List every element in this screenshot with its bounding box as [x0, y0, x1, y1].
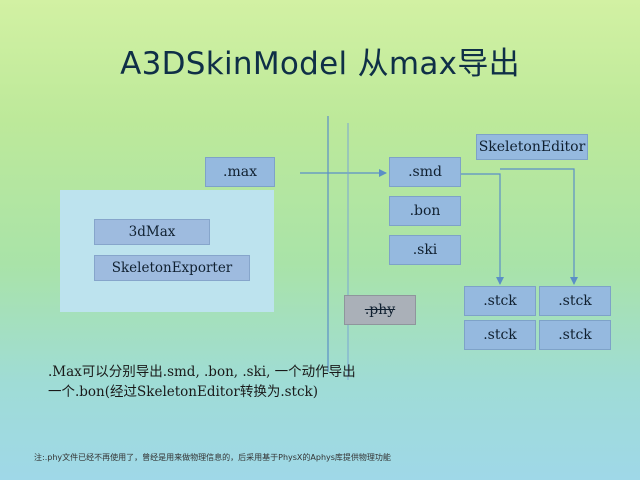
bon-node-label: .bon — [409, 203, 441, 219]
tool-skeleton-exporter-label: SkeletonExporter — [111, 260, 233, 276]
stck-node-3-label: .stck — [483, 327, 517, 343]
skeleton-editor-node: SkeletonEditor — [476, 134, 588, 160]
tool-skeleton-exporter-box: SkeletonExporter — [94, 255, 250, 281]
max-node-label: .max — [223, 164, 257, 180]
footnote: 注:.phy文件已经不再使用了，曾经是用来做物理信息的，后采用基于PhysX的A… — [34, 453, 391, 462]
stck-node-4-label: .stck — [558, 327, 592, 343]
smd-node-label: .smd — [408, 164, 442, 180]
skeleton-editor-label: SkeletonEditor — [478, 139, 586, 155]
stck-node-4: .stck — [539, 320, 611, 350]
stck-node-1-label: .stck — [483, 293, 517, 309]
stck-node-2-label: .stck — [558, 293, 592, 309]
tool-3dmax-label: 3dMax — [128, 224, 176, 240]
caption-line-1: .Max可以分别导出.smd, .bon, .ski, 一个动作导出 — [48, 364, 356, 380]
smd-to-stck-right-arrow — [500, 168, 578, 285]
max-node: .max — [205, 157, 275, 187]
page-title: A3DSkinModel 从max导出 — [120, 46, 520, 82]
phy-node-label: .phy — [364, 302, 396, 318]
bon-node: .bon — [389, 196, 461, 226]
smd-to-stck-left-arrow — [460, 173, 504, 285]
caption-text: .Max可以分别导出.smd, .bon, .ski, 一个动作导出 一个.bo… — [48, 362, 408, 402]
ski-node-label: .ski — [412, 242, 438, 258]
caption-line-2: 一个.bon(经过SkeletonEditor转换为.stck) — [48, 384, 318, 400]
ski-node: .ski — [389, 235, 461, 265]
stck-node-2: .stck — [539, 286, 611, 316]
tools-panel: 3dMax SkeletonExporter — [60, 190, 274, 312]
stck-node-1: .stck — [464, 286, 536, 316]
stck-node-3: .stck — [464, 320, 536, 350]
smd-node: .smd — [389, 157, 461, 187]
tool-3dmax-box: 3dMax — [94, 219, 210, 245]
phy-node: .phy — [344, 295, 416, 325]
